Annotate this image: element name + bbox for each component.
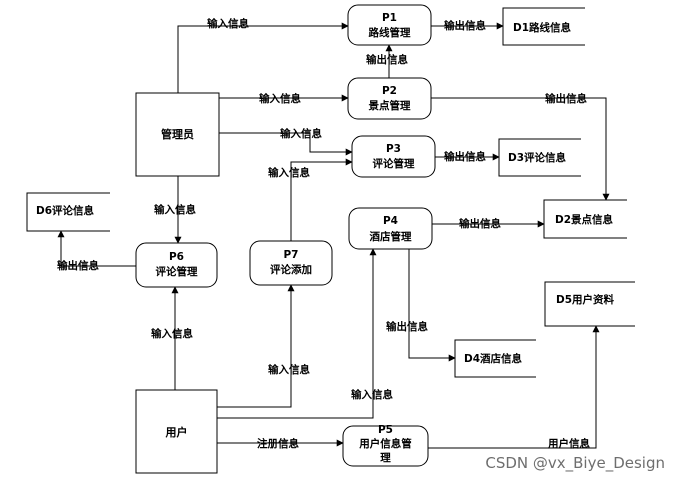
label-p1-d1: 输出信息 bbox=[444, 19, 486, 32]
entity-user: 用户 bbox=[135, 389, 218, 474]
process-p5-id: P5 bbox=[378, 424, 393, 436]
csdn-watermark: CSDN @vx_Biye_Design bbox=[485, 454, 665, 473]
flow-lines bbox=[57, 22, 610, 449]
store-d2: D2景点信息 bbox=[543, 199, 627, 239]
process-p3-id: P3 bbox=[386, 143, 401, 155]
label-user-p6: 输入信息 bbox=[151, 327, 193, 340]
process-p7-name: 评论添加 bbox=[270, 263, 312, 276]
label-p4-d4: 输出信息 bbox=[386, 320, 428, 333]
process-p1-id: P1 bbox=[382, 12, 397, 24]
flow-p5-d5 bbox=[428, 325, 600, 449]
label-p6-d6: 输出信息 bbox=[57, 259, 99, 272]
entity-user-label: 用户 bbox=[166, 425, 188, 439]
process-p1: P1 路线管理 bbox=[347, 4, 432, 46]
store-d5-label: D5用户资料 bbox=[556, 293, 615, 306]
process-p5: P5 用户信息管 理 bbox=[342, 424, 429, 467]
store-d6: D6评论信息 bbox=[26, 192, 110, 232]
process-p6: P6 评论管理 bbox=[135, 242, 218, 288]
flow-admin-p1 bbox=[177, 22, 349, 93]
flow-admin-p3 bbox=[219, 132, 353, 156]
flow-user-p7 bbox=[217, 284, 295, 408]
flow-labels: 输入信息 输出信息 输出信息 输入信息 输出信息 输入信息 输入信息 输出信息 … bbox=[57, 17, 590, 450]
label-p4-d2: 输出信息 bbox=[459, 217, 501, 230]
store-d3-label: D3评论信息 bbox=[508, 151, 567, 164]
label-user-p5: 注册信息 bbox=[257, 437, 299, 450]
store-d4: D4酒店信息 bbox=[454, 339, 536, 378]
process-p7: P7 评论添加 bbox=[249, 240, 333, 286]
label-user-p7: 输入信息 bbox=[268, 363, 310, 376]
label-p3-d3: 输出信息 bbox=[444, 150, 486, 163]
process-p1-name: 路线管理 bbox=[369, 26, 411, 39]
store-d1: D1路线信息 bbox=[502, 7, 585, 46]
process-p3-name: 评论管理 bbox=[373, 157, 415, 170]
process-p4-name: 酒店管理 bbox=[370, 230, 412, 243]
label-admin-p6: 输入信息 bbox=[154, 203, 196, 216]
flow-p6-d6 bbox=[57, 230, 136, 267]
process-p7-id: P7 bbox=[283, 249, 298, 261]
label-admin-p3: 输入信息 bbox=[280, 127, 322, 140]
flow-p7-p3 bbox=[290, 158, 353, 241]
process-p2-name: 景点管理 bbox=[368, 99, 411, 112]
store-d2-label: D2景点信息 bbox=[555, 213, 614, 226]
process-p4-id: P4 bbox=[383, 215, 398, 227]
flow-p2-d2 bbox=[431, 97, 610, 201]
process-p3: P3 评论管理 bbox=[351, 135, 436, 178]
entity-admin-label: 管理员 bbox=[161, 127, 194, 141]
process-p4: P4 酒店管理 bbox=[348, 207, 433, 250]
entity-admin: 管理员 bbox=[135, 92, 220, 177]
label-p7-p3: 输入信息 bbox=[268, 166, 310, 179]
store-d3: D3评论信息 bbox=[498, 138, 581, 177]
label-admin-p1: 输入信息 bbox=[207, 17, 249, 30]
store-d4-label: D4酒店信息 bbox=[464, 352, 523, 365]
label-p2-d2: 输出信息 bbox=[545, 92, 587, 105]
process-p2-id: P2 bbox=[382, 85, 397, 97]
process-p2: P2 景点管理 bbox=[347, 77, 432, 120]
label-p2-p1: 输出信息 bbox=[366, 53, 408, 66]
store-d6-label: D6评论信息 bbox=[36, 204, 95, 217]
flow-user-p4 bbox=[217, 248, 377, 419]
process-p6-id: P6 bbox=[169, 251, 184, 263]
process-p5-name-line2: 理 bbox=[380, 452, 391, 464]
label-admin-p2: 输入信息 bbox=[259, 92, 301, 105]
flow-p4-d4 bbox=[408, 248, 456, 362]
label-p5-d5: 用户信息 bbox=[547, 437, 590, 450]
process-p5-name-line1: 用户信息管 bbox=[358, 437, 412, 450]
store-d5: D5用户资料 bbox=[544, 281, 635, 327]
process-p6-name: 评论管理 bbox=[156, 265, 198, 278]
label-user-p4: 输入信息 bbox=[351, 388, 393, 401]
store-d1-label: D1路线信息 bbox=[513, 21, 572, 34]
